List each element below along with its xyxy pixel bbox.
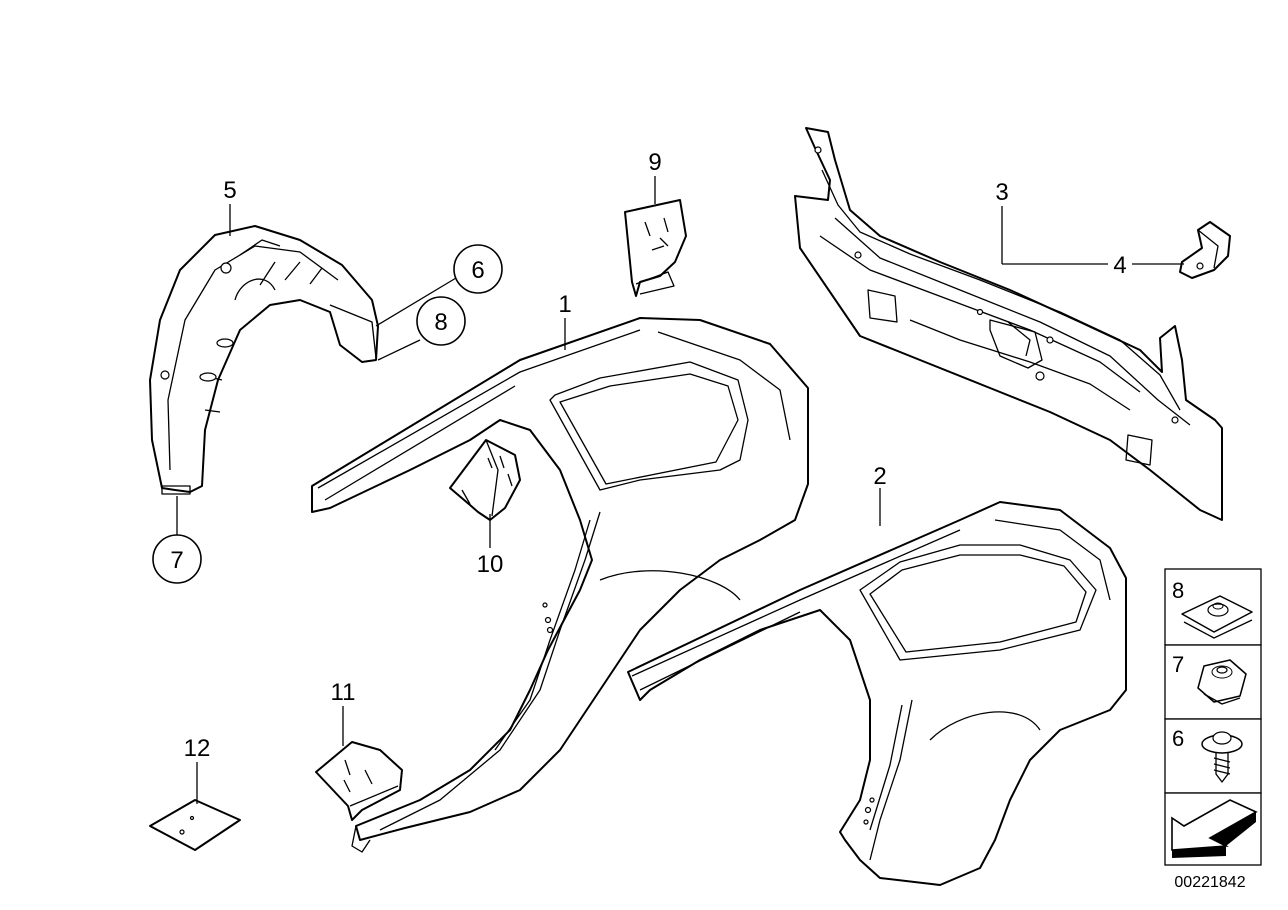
screw-icon — [1201, 731, 1243, 783]
callout-5: 5 — [223, 177, 236, 204]
callout-7: 7 — [170, 547, 183, 574]
hex-nut-icon — [1197, 659, 1247, 705]
reference-number: 00221842 — [1174, 874, 1245, 891]
part-rear-panel[interactable] — [794, 127, 1223, 521]
part-plate-12[interactable] — [149, 799, 241, 851]
callout-8: 8 — [434, 309, 447, 336]
callout-3: 3 — [995, 179, 1008, 206]
callout-10: 10 — [477, 551, 504, 578]
part-bracket-9[interactable] — [624, 199, 687, 297]
callout-12: 12 — [184, 735, 211, 762]
part-bracket-10[interactable] — [449, 439, 521, 521]
leader-lines — [176, 176, 1184, 804]
callouts: 1 2 3 4 5 9 10 11 12 6 8 7 — [152, 149, 1127, 762]
fastener-legend: 8 7 6 00221842 — [1164, 568, 1262, 891]
legend-label-8: 8 — [1172, 578, 1184, 603]
callout-6: 6 — [471, 257, 484, 284]
part-bracket-4[interactable] — [1179, 221, 1231, 279]
callout-9: 9 — [648, 149, 661, 176]
legend-label-7: 7 — [1172, 652, 1184, 677]
part-side-panel-right[interactable] — [627, 501, 1127, 886]
part-bracket-11[interactable] — [315, 741, 403, 821]
arrow-icon — [1171, 799, 1258, 858]
clip-nut-icon — [1181, 595, 1253, 639]
part-side-panel-left[interactable] — [311, 317, 809, 853]
callout-11: 11 — [331, 679, 356, 706]
callout-4: 4 — [1113, 252, 1126, 279]
part-wheel-arch-liner[interactable] — [149, 225, 379, 495]
callout-1: 1 — [558, 291, 571, 318]
legend-label-6: 6 — [1172, 726, 1184, 751]
callout-2: 2 — [873, 463, 886, 490]
